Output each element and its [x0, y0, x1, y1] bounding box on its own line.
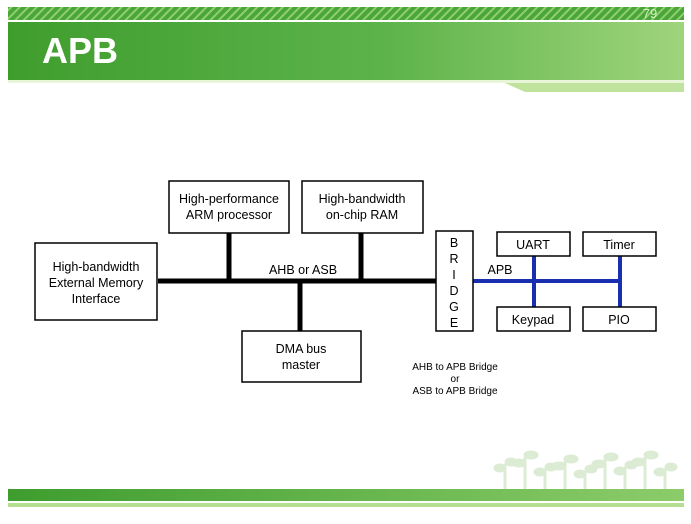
apb-bus-label: APB [487, 263, 512, 277]
timer-block: Timer [582, 231, 657, 257]
pio-block: PIO [582, 306, 657, 332]
caption-line-3: ASB to APB Bridge [412, 386, 497, 397]
page-number: 79 [642, 6, 658, 21]
dma-master-label-2: master [282, 358, 320, 372]
ahb-bus-label: AHB or ASB [269, 263, 337, 277]
slide-title: APB [42, 30, 119, 71]
dma-master-label-1: DMA bus [276, 342, 327, 356]
onchip-ram-label-2: on-chip RAM [326, 208, 398, 222]
onchip-ram-label-1: High-bandwidth [319, 192, 406, 206]
caption-line-2: or [451, 374, 461, 385]
footer-bar [8, 489, 684, 501]
header-accent [505, 83, 684, 92]
external-memory-label-2: External Memory [49, 276, 144, 290]
bridge-letter-i: I [452, 268, 455, 282]
header-bar [8, 22, 684, 80]
uart-block: UART [496, 231, 571, 257]
bridge-letter-e: E [450, 316, 458, 330]
bridge-block: B R I D G E [435, 230, 474, 332]
arm-processor-label-1: High-performance [179, 192, 279, 206]
footer-accent [8, 503, 684, 507]
bridge-letter-r: R [449, 252, 458, 266]
bridge-letter-g: G [449, 300, 459, 314]
uart-label: UART [516, 238, 550, 252]
bridge-letter-b: B [450, 236, 458, 250]
plant-decoration-icon [493, 450, 678, 497]
arm-processor-label-2: ARM processor [186, 208, 272, 222]
keypad-block: Keypad [496, 306, 571, 332]
external-memory-label-1: High-bandwidth [53, 260, 140, 274]
bridge-letter-d: D [449, 284, 458, 298]
onchip-ram-block: High-bandwidth on-chip RAM [301, 180, 424, 234]
pio-label: PIO [608, 313, 630, 327]
dma-master-block: DMA bus master [241, 330, 362, 383]
timer-label: Timer [603, 238, 634, 252]
external-memory-block: High-bandwidth External Memory Interface [34, 242, 158, 321]
arm-processor-block: High-performance ARM processor [168, 180, 290, 234]
header-stripe-band [8, 7, 684, 20]
external-memory-label-3: Interface [72, 292, 121, 306]
keypad-label: Keypad [512, 313, 554, 327]
caption-line-1: AHB to APB Bridge [412, 362, 498, 373]
